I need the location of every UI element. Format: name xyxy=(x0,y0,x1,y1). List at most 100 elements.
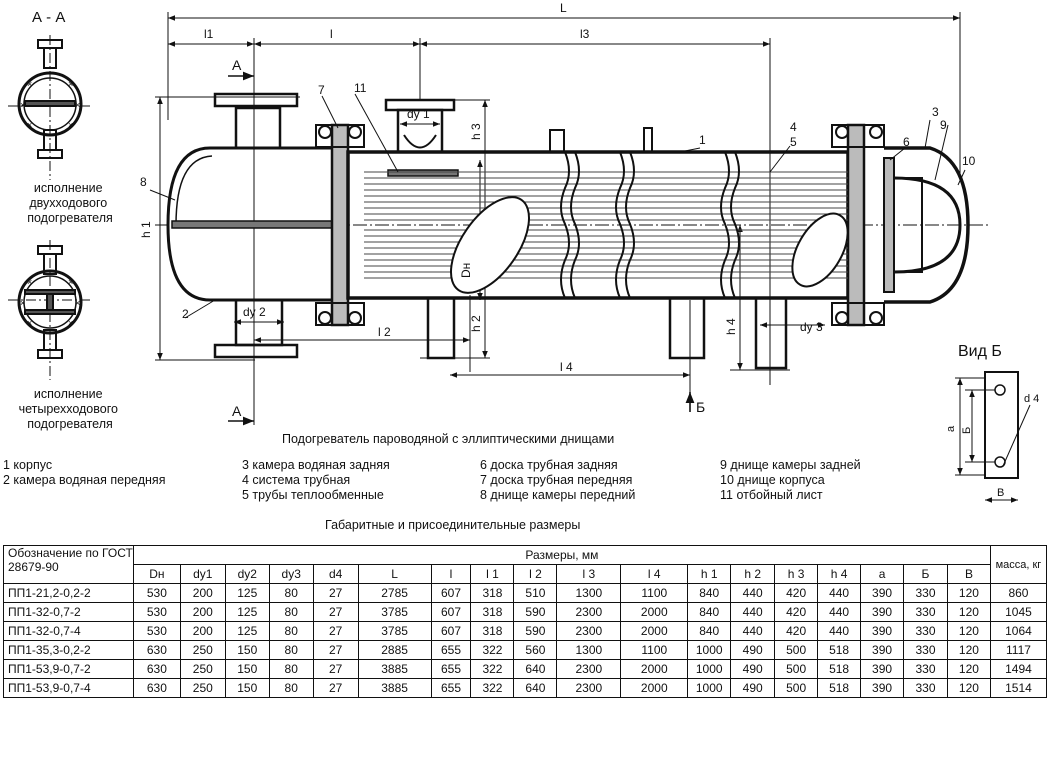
dim-l4: l 4 xyxy=(560,360,573,374)
value-cell: 518 xyxy=(817,640,862,660)
value-cell: 560 xyxy=(513,640,558,660)
legend-item: 6 доска трубная задняя xyxy=(480,458,618,472)
column-header: d4 xyxy=(312,564,359,584)
value-cell: 80 xyxy=(268,640,314,660)
value-cell: 518 xyxy=(817,678,862,698)
value-cell: 80 xyxy=(268,583,314,603)
designation-cell: ПП1-35,3-0,2-2 xyxy=(3,640,134,660)
view-b-detail xyxy=(955,371,1031,503)
column-header: Б xyxy=(903,564,948,584)
legend-item: 11 отбойный лист xyxy=(720,488,823,502)
value-cell: 330 xyxy=(903,640,948,660)
column-header: h 4 xyxy=(817,564,862,584)
value-cell: 120 xyxy=(946,583,991,603)
svg-text:d 4: d 4 xyxy=(1024,393,1039,405)
view-arrow-b-label: Б xyxy=(696,399,705,415)
value-cell: 440 xyxy=(817,583,862,603)
value-cell: 200 xyxy=(179,602,226,622)
svg-text:×: × xyxy=(68,79,73,89)
value-cell: 490 xyxy=(730,678,776,698)
legend-col-1: 1 корпус 2 камера водяная передняя xyxy=(3,458,165,488)
column-header: l 3 xyxy=(556,564,622,584)
value-cell: 530 xyxy=(132,621,181,641)
value-cell: 120 xyxy=(946,621,991,641)
column-header: l 2 xyxy=(513,564,558,584)
value-cell: 420 xyxy=(774,583,819,603)
value-cell: 2300 xyxy=(556,621,622,641)
value-cell: 655 xyxy=(430,640,472,660)
value-cell: 840 xyxy=(687,583,732,603)
callout-2: 2 xyxy=(182,307,189,321)
value-cell: 518 xyxy=(817,659,862,679)
value-cell: 27 xyxy=(312,583,359,603)
designation-cell: ПП1-53,9-0,7-2 xyxy=(3,659,134,679)
value-cell: 330 xyxy=(903,621,948,641)
dim-h4: h 4 xyxy=(724,318,738,335)
value-cell: 27 xyxy=(312,659,359,679)
svg-text:×: × xyxy=(27,318,32,328)
section-label: А - А xyxy=(32,9,65,26)
mass-cell: 860 xyxy=(989,583,1048,603)
section-arrow-top-label: А xyxy=(232,57,242,73)
value-cell: 607 xyxy=(430,583,472,603)
value-cell: 1100 xyxy=(620,583,689,603)
value-cell: 655 xyxy=(430,678,472,698)
svg-text:Б: Б xyxy=(961,427,973,434)
dim-h1: h 1 xyxy=(139,221,153,238)
value-cell: 3885 xyxy=(357,659,432,679)
value-cell: 607 xyxy=(430,602,472,622)
value-cell: 1300 xyxy=(556,583,622,603)
value-cell: 80 xyxy=(268,678,314,698)
mass-cell: 1045 xyxy=(989,602,1048,622)
value-cell: 1100 xyxy=(620,640,689,660)
dim-dy1: dy 1 xyxy=(407,107,430,121)
callout-10: 10 xyxy=(962,154,976,168)
designation-cell: ПП1-32-0,7-2 xyxy=(3,602,134,622)
section-view-two-pass: ××× ××× xyxy=(8,35,92,180)
value-cell: 330 xyxy=(903,678,948,698)
dim-l1: l1 xyxy=(204,27,214,41)
value-cell: 120 xyxy=(946,678,991,698)
value-cell: 390 xyxy=(860,640,905,660)
section-arrows xyxy=(228,71,695,426)
callout-1: 1 xyxy=(699,133,706,147)
value-cell: 2300 xyxy=(556,602,622,622)
callout-5: 5 xyxy=(790,135,797,149)
value-cell: 27 xyxy=(312,621,359,641)
value-cell: 250 xyxy=(179,678,226,698)
value-cell: 607 xyxy=(430,621,472,641)
value-cell: 490 xyxy=(730,640,776,660)
dim-dy3: dy 3 xyxy=(800,320,823,334)
value-cell: 3785 xyxy=(357,621,432,641)
value-cell: 120 xyxy=(946,602,991,622)
value-cell: 322 xyxy=(470,659,515,679)
value-cell: 150 xyxy=(224,678,270,698)
legend-item: 10 днище корпуса xyxy=(720,473,825,487)
legend-item: 2 камера водяная передняя xyxy=(3,473,166,487)
value-cell: 2885 xyxy=(357,640,432,660)
column-header: dу1 xyxy=(179,564,226,584)
column-header: h 2 xyxy=(730,564,776,584)
value-cell: 27 xyxy=(312,602,359,622)
value-cell: 1000 xyxy=(687,659,732,679)
dim-dy2: dy 2 xyxy=(243,305,266,319)
value-cell: 655 xyxy=(430,659,472,679)
value-cell: 490 xyxy=(730,659,776,679)
designation-cell: ПП1-21,2-0,2-2 xyxy=(3,583,134,603)
mass-cell: 1494 xyxy=(989,659,1048,679)
svg-text:×: × xyxy=(27,79,32,89)
value-cell: 322 xyxy=(470,678,515,698)
value-cell: 420 xyxy=(774,621,819,641)
column-header: L xyxy=(357,564,432,584)
svg-text:×: × xyxy=(68,120,73,130)
svg-text:×: × xyxy=(27,120,32,130)
dim-l3: l3 xyxy=(580,27,590,41)
value-cell: 630 xyxy=(132,640,181,660)
legend-item: 5 трубы теплообменные xyxy=(242,488,384,502)
value-cell: 1000 xyxy=(687,640,732,660)
column-header: h 3 xyxy=(774,564,819,584)
